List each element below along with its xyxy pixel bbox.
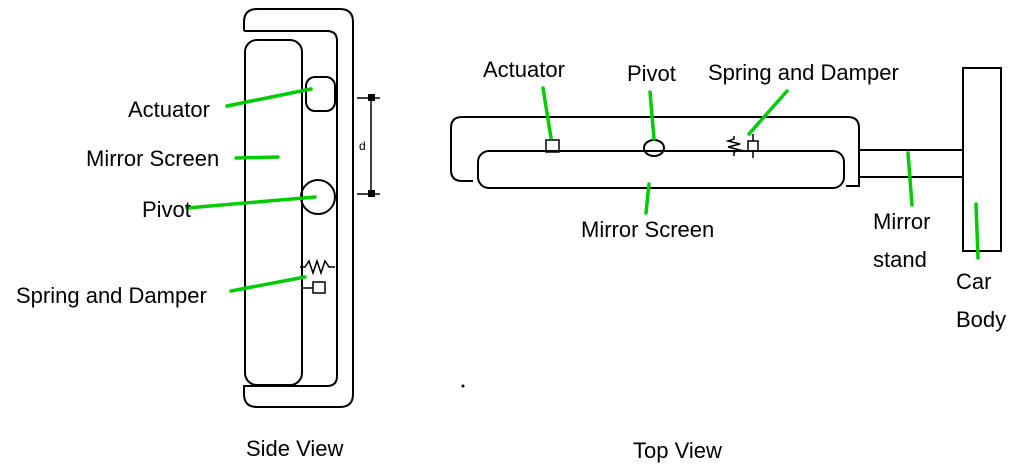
side-mirror-screen-shape — [244, 39, 303, 386]
dimension-label: d — [359, 139, 366, 153]
side-spring-damper-leader-line — [229, 275, 307, 293]
side-actuator-leader-line — [225, 87, 313, 108]
top-damper-symbol — [747, 140, 759, 152]
top-mirror-screen-label: Mirror Screen — [581, 217, 715, 242]
side-view-caption: Side View — [246, 436, 344, 461]
side-spring-symbol — [300, 258, 335, 276]
side-housing-outline — [243, 8, 354, 408]
top-actuator-shape — [545, 139, 560, 153]
top-pivot-shape — [643, 139, 665, 157]
side-actuator-shape — [305, 76, 336, 112]
top-view-caption: Top View — [633, 438, 722, 463]
mirror-stand-leader-line — [906, 151, 914, 207]
car-body-leader-line — [974, 202, 980, 260]
side-actuator-label: Actuator — [128, 97, 210, 122]
top-mirror-screen-leader-line — [644, 182, 651, 215]
dimension-top-marker — [368, 94, 375, 101]
dimension-bottom-marker — [368, 190, 375, 197]
top-spring-symbol — [725, 136, 743, 156]
top-housing-outline — [450, 116, 860, 187]
side-pivot-leader-line — [185, 195, 317, 210]
car-body-label: Car Body — [956, 269, 1007, 332]
top-pivot-leader-line — [648, 90, 656, 141]
side-housing-inner-wall — [244, 30, 338, 387]
side-view-drawing — [185, 8, 380, 408]
car-body-shape — [962, 67, 1002, 252]
top-pivot-label: Pivot — [627, 61, 676, 86]
top-actuator-leader-line — [541, 86, 553, 140]
side-damper-symbol — [312, 281, 326, 294]
top-actuator-label: Actuator — [483, 57, 565, 82]
stray-dot — [461, 384, 465, 388]
top-spring-damper-leader-line — [747, 89, 789, 136]
top-mirror-screen-shape — [477, 150, 845, 189]
side-spring-damper-label: Spring and Damper — [16, 283, 207, 308]
mirror-stand-label: Mirror stand — [873, 209, 931, 272]
side-mirror-screen-label: Mirror Screen — [86, 146, 220, 171]
side-mirror-screen-leader-line — [234, 155, 280, 160]
side-pivot-label: Pivot — [142, 197, 191, 222]
top-spring-damper-label: Spring and Damper — [708, 60, 899, 85]
top-view-drawing — [450, 67, 1002, 388]
